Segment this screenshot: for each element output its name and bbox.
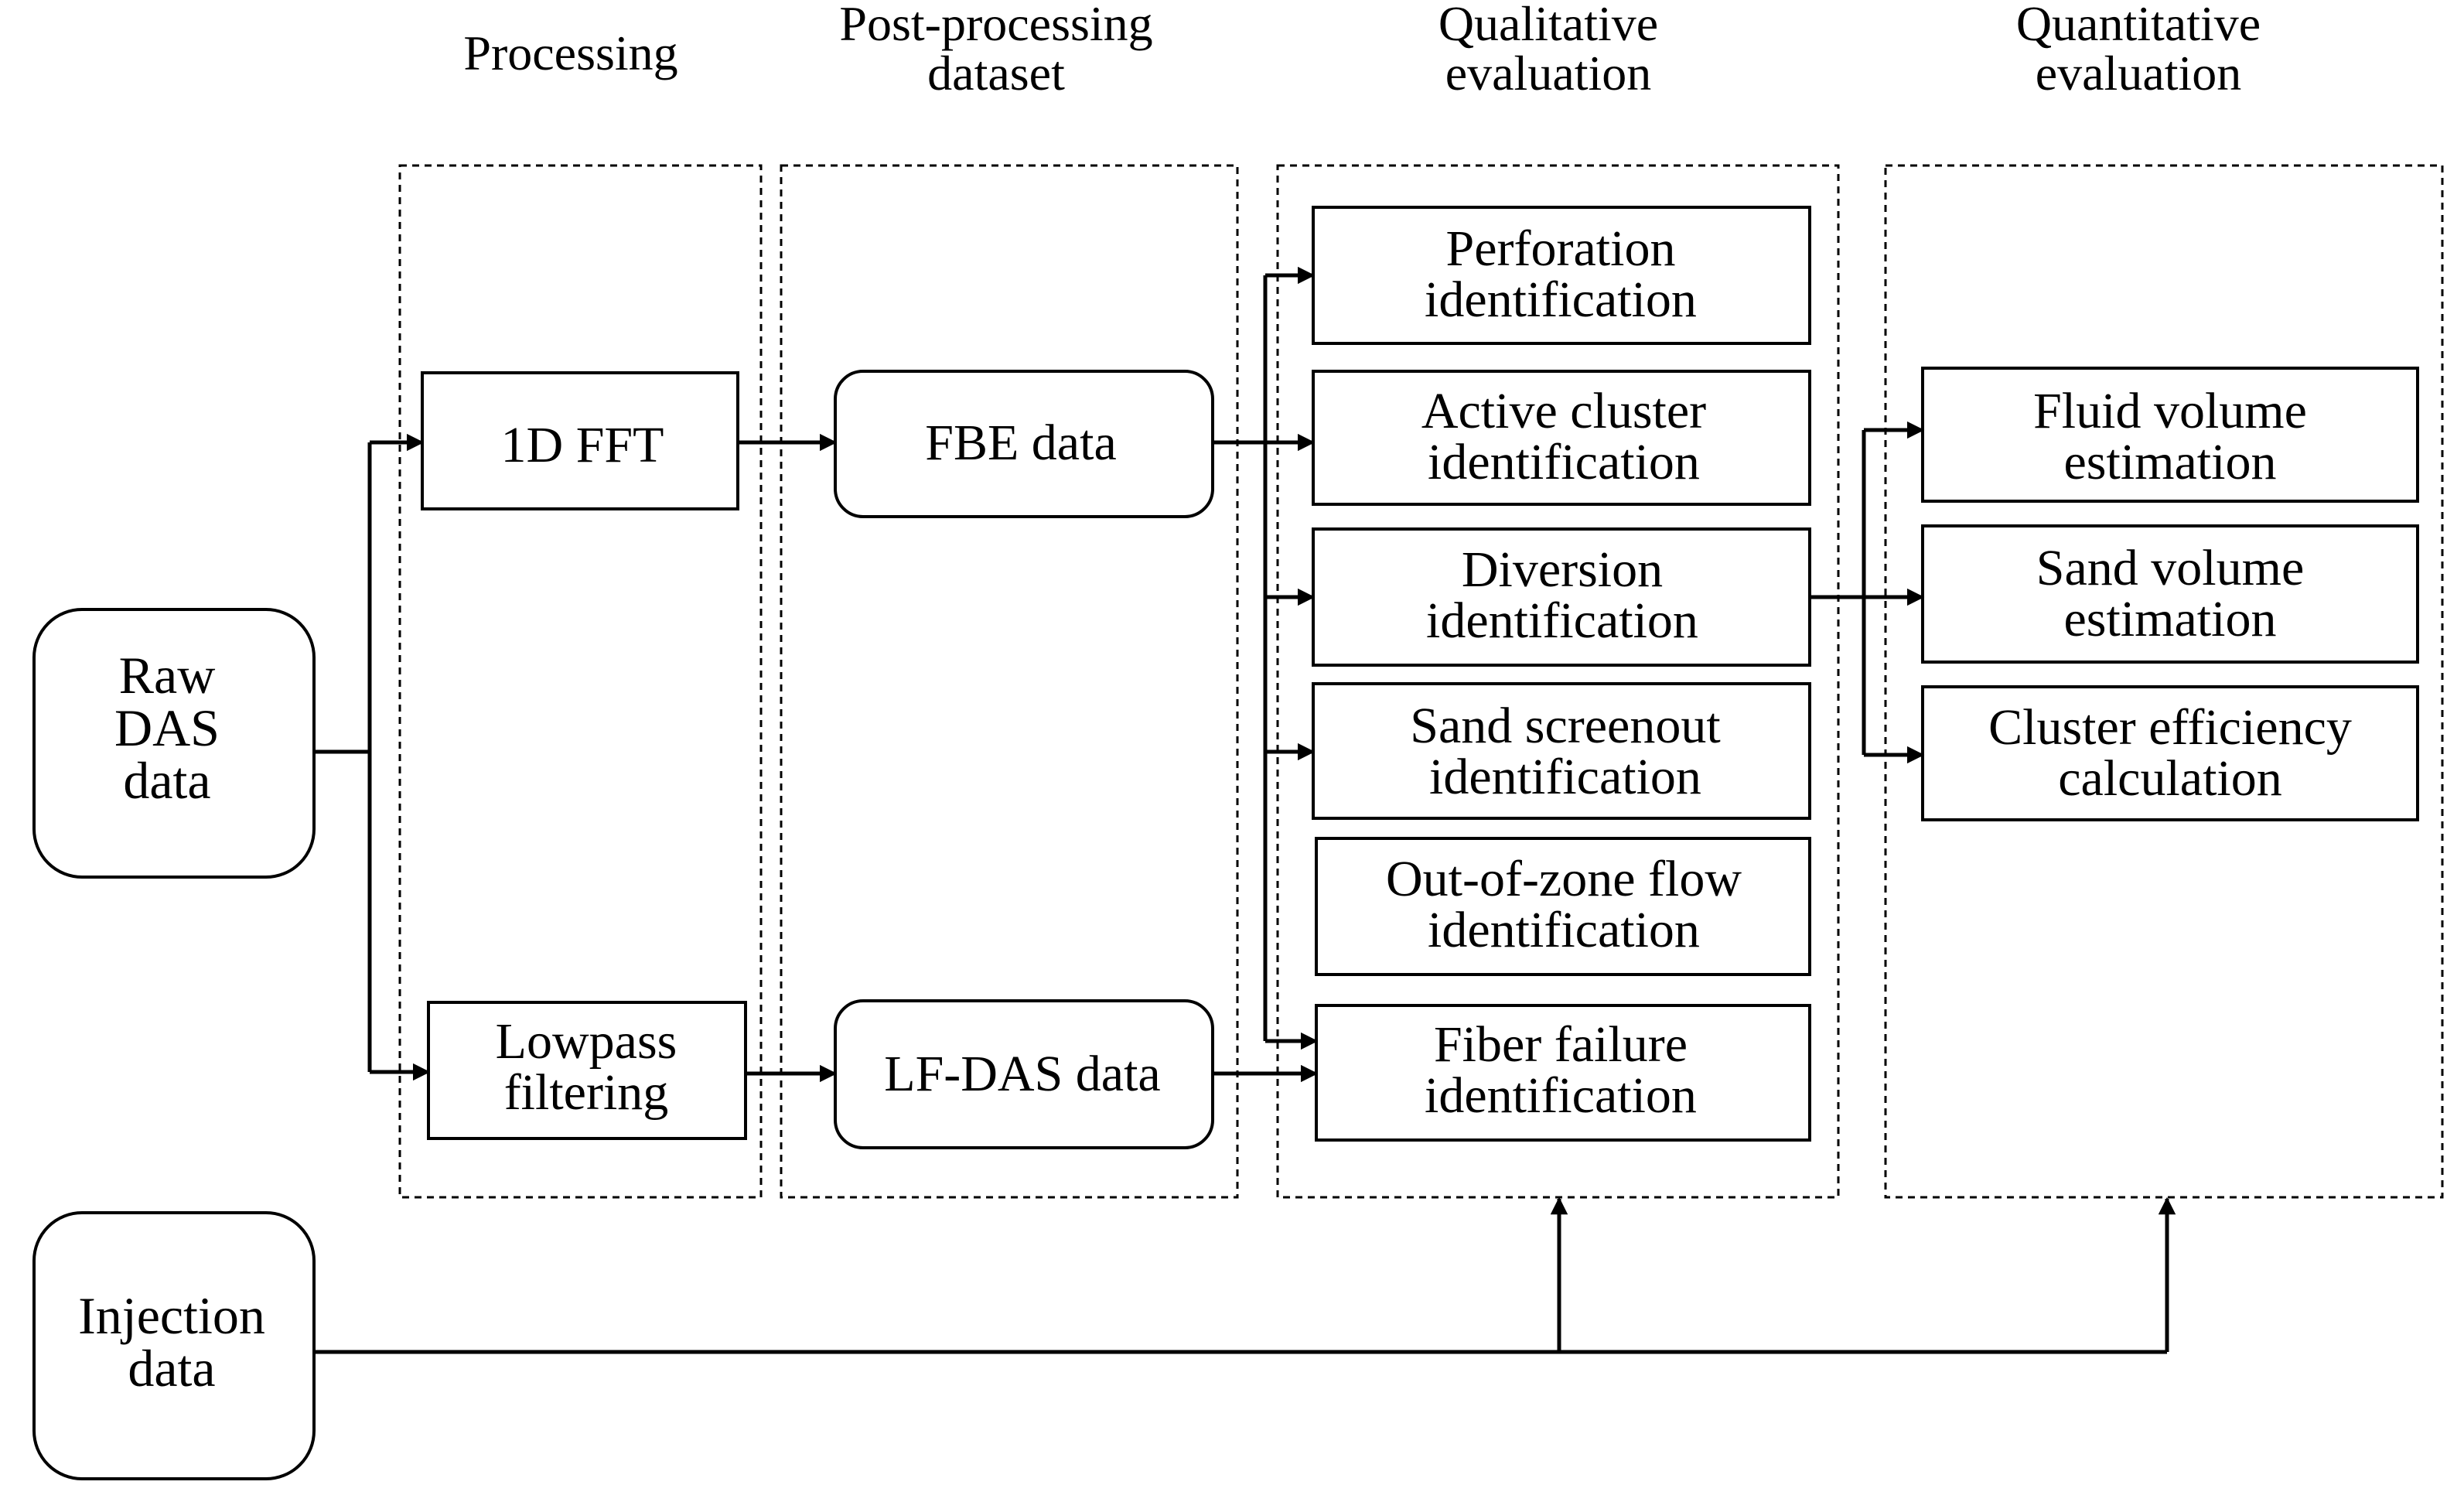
label-line: Active cluster <box>1421 383 1706 439</box>
label-line: identification <box>1426 592 1698 649</box>
label-line: identification <box>1428 434 1700 490</box>
label-line: identification <box>1425 1067 1697 1124</box>
header-processing: Processing <box>463 26 677 80</box>
label-line: LF-DAS data <box>884 1046 1160 1102</box>
label-line: Post-processing <box>839 0 1152 51</box>
label-line: identification <box>1425 271 1697 328</box>
label-line: identification <box>1429 749 1701 805</box>
label-line: filtering <box>504 1064 669 1121</box>
label-line: Fluid volume <box>2033 383 2307 439</box>
label-line: data <box>123 751 210 810</box>
label-line: FBE data <box>925 415 1116 471</box>
label-line: DAS <box>114 698 220 757</box>
label-line: 1D FFT <box>501 417 664 473</box>
label-line: Sand screenout <box>1410 698 1720 754</box>
label-line: Injection <box>78 1286 265 1345</box>
label-line: calculation <box>2058 750 2282 807</box>
label-line: Qualitative <box>1438 0 1658 51</box>
label-line: Processing <box>463 26 677 80</box>
post-processing-group-frame <box>780 164 1239 1199</box>
quantitative-group-frame <box>1884 164 2444 1199</box>
label-line: Sand volume <box>2036 540 2304 596</box>
label-line: evaluation <box>2036 46 2242 101</box>
label-line: evaluation <box>1445 46 1652 101</box>
processing-group-frame <box>398 164 763 1199</box>
lf-das-data-node: LF-DAS data <box>834 999 1214 1149</box>
label-line: Diversion <box>1462 541 1663 598</box>
fbe-data-label: FBE data <box>925 415 1116 471</box>
label-line: estimation <box>2064 591 2277 647</box>
1d-fft-label: 1D FFT <box>501 417 664 473</box>
fbe-data-node: FBE data <box>834 370 1214 518</box>
label-line: estimation <box>2064 434 2277 490</box>
label-line: Raw <box>119 646 216 705</box>
label-line: Out-of-zone flow <box>1386 851 1742 907</box>
label-line: identification <box>1428 902 1700 958</box>
label-line: data <box>128 1339 215 1398</box>
lf-das-data-label: LF-DAS data <box>884 1046 1160 1102</box>
label-line: dataset <box>927 46 1065 101</box>
label-line: Perforation <box>1446 220 1676 277</box>
label-line: Quantitative <box>2016 0 2261 51</box>
label-line: Lowpass <box>496 1013 677 1070</box>
1d-fft-node: 1D FFT <box>421 371 739 510</box>
label-line: Fiber failure <box>1434 1016 1688 1073</box>
label-line: Cluster efficiency <box>1988 699 2352 756</box>
